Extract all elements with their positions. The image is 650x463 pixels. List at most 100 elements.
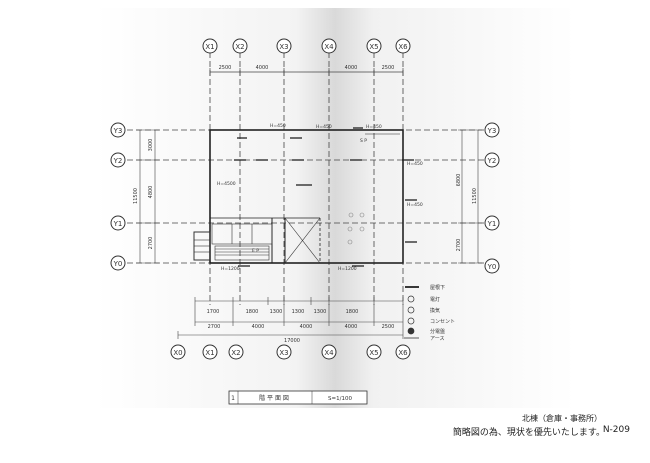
dimension-left — [136, 129, 159, 264]
grid-bubble-y0-left: Y0 — [110, 255, 126, 271]
vent-icon — [407, 306, 415, 314]
grid-label: Y2 — [113, 157, 123, 165]
grid-label: X0 — [173, 349, 182, 357]
grid-label: X5 — [369, 43, 378, 51]
grid-label: X3 — [279, 43, 288, 51]
grid-bubble-x4-top: X4 — [321, 38, 337, 54]
height-label: H=450 — [366, 124, 382, 130]
dim-label: 4000 — [345, 65, 358, 71]
grid-bubble-x0-bottom: X0 — [170, 344, 186, 360]
sheet-number: N-209 — [602, 425, 630, 435]
grid-label: X1 — [205, 43, 214, 51]
grid-bubble-x1-top: X1 — [202, 38, 218, 54]
dim-label: 1300 — [314, 309, 327, 315]
dim-label: 4000 — [252, 324, 265, 330]
legend-row-vent: 換気 — [407, 306, 440, 314]
legend-row-roof: 屋根下 — [405, 284, 445, 291]
legend-label: 分電盤 — [430, 328, 445, 335]
grid-label: X2 — [231, 349, 240, 357]
legend-label: 換気 — [430, 307, 440, 314]
grid-bubble-y1-right: Y1 — [484, 215, 500, 231]
dim-label: 6800 — [456, 174, 462, 187]
grid-label: X1 — [205, 349, 214, 357]
dimension-right — [458, 129, 482, 264]
height-label: H=450 — [270, 123, 286, 129]
grid-label: X6 — [398, 349, 408, 357]
room-label: S P — [360, 138, 367, 144]
dim-label: 2700 — [148, 237, 154, 250]
dim-label: 2700 — [208, 324, 221, 330]
grid-label: Y3 — [487, 127, 497, 135]
grid-label: X2 — [235, 43, 244, 51]
grid-bubble-x2-top: X2 — [232, 38, 248, 54]
dim-label: 3000 — [148, 139, 154, 152]
grid-bubble-y3-right: Y3 — [484, 122, 500, 138]
legend-label: 電灯 — [430, 296, 440, 303]
grid-label: X4 — [324, 43, 334, 51]
height-label: H=1200 — [338, 266, 357, 272]
dim-label: 11500 — [133, 188, 139, 204]
dim-label: 4000 — [300, 324, 313, 330]
outlet-icon — [407, 317, 415, 325]
dim-label: 1300 — [270, 309, 283, 315]
scan-area — [95, 8, 575, 408]
grid-bubble-x5-bottom: X5 — [366, 344, 382, 360]
legend: 屋根下 電灯 換気 コンセント 分電盤 アース — [404, 284, 455, 342]
dim-label: 2500 — [219, 65, 232, 71]
grid-label: Y1 — [487, 220, 497, 228]
legend-label: アース — [430, 336, 444, 342]
legend-row-earth: アース — [404, 336, 444, 342]
grid-label: Y2 — [487, 157, 497, 165]
grid-bubble-x5-top: X5 — [366, 38, 382, 54]
dimension-top — [209, 68, 404, 76]
light-icon — [407, 295, 415, 303]
grid-bubbles-right: Y3 Y2 Y1 Y0 — [484, 122, 500, 274]
dim-label: 1700 — [207, 309, 220, 315]
grid-bubble-x3-top: X3 — [276, 38, 292, 54]
dim-label: 4800 — [148, 186, 154, 199]
grid-bubble-y2-left: Y2 — [110, 152, 126, 168]
panel-icon — [407, 327, 415, 335]
dim-label: 2700 — [456, 239, 462, 252]
grid-label: X6 — [398, 43, 408, 51]
grid-bubble-x1-bottom: X1 — [202, 344, 218, 360]
dim-label: 1300 — [292, 309, 305, 315]
room-label: E P — [252, 248, 259, 254]
building-name: 北棟（倉庫・事務所） — [522, 414, 602, 423]
dimension-bottom — [177, 297, 404, 339]
legend-row-panel: 分電盤 — [407, 327, 445, 335]
legend-row-outlet: コンセント — [407, 317, 455, 325]
footer-note: 簡略図の為、現状を優先いたします。 — [452, 428, 605, 438]
dim-label: 4000 — [345, 324, 358, 330]
grid-label: Y1 — [113, 220, 123, 228]
dim-label: 2500 — [382, 65, 395, 71]
grid-bubble-x4-bottom: X4 — [321, 344, 337, 360]
legend-label: 屋根下 — [430, 284, 445, 291]
grid-bubble-x6-top: X6 — [395, 38, 411, 54]
dim-label: 17000 — [284, 338, 300, 344]
light-fixtures — [234, 127, 417, 267]
grid-bubble-y2-right: Y2 — [484, 152, 500, 168]
dim-label: 2500 — [382, 324, 395, 330]
title-block: 1 階 平 面 図 S=1/100 — [228, 390, 368, 405]
title-number: 1 — [231, 395, 235, 402]
stair-core — [193, 217, 321, 264]
grid-bubble-x6-bottom: X6 — [395, 344, 411, 360]
height-label: H=1200 — [221, 266, 240, 272]
drawing-title: 階 平 面 図 — [259, 394, 289, 402]
height-label: H=450 — [407, 202, 423, 208]
dim-label: 11500 — [472, 188, 478, 204]
grid-label: X5 — [369, 349, 378, 357]
grid-label: Y3 — [113, 127, 123, 135]
drawing-scale: S=1/100 — [328, 396, 352, 402]
grid-bubble-x3-bottom: X3 — [276, 344, 292, 360]
legend-row-light: 電灯 — [407, 295, 440, 303]
legend-label: コンセント — [430, 319, 455, 325]
grid-bubble-y3-left: Y3 — [110, 122, 126, 138]
grid-label: Y0 — [113, 260, 123, 268]
grid-label: X4 — [324, 349, 334, 357]
height-label: H=450 — [316, 124, 332, 130]
grid-bubbles-top: X1 X2 X3 X4 X5 X6 — [202, 38, 411, 54]
